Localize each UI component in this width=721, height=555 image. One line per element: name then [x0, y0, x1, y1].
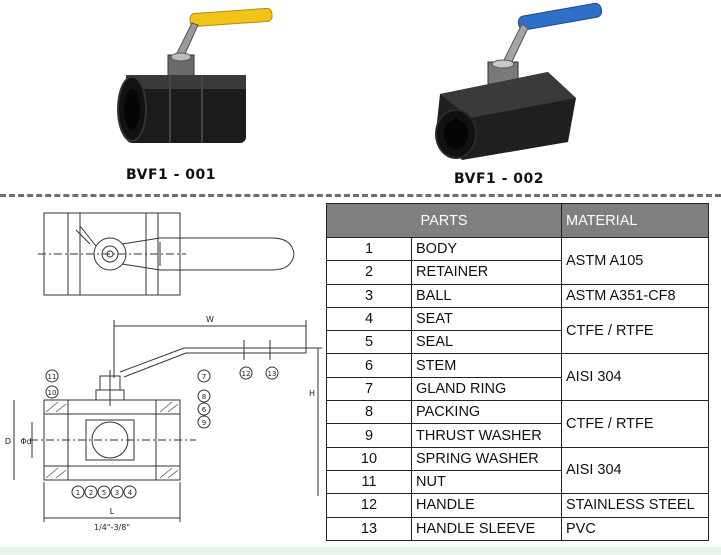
part-number: 9	[326, 423, 412, 448]
size-range-label: 1/4"-3/8"	[94, 523, 130, 532]
callout-8: 8	[202, 393, 206, 401]
table-row: 13 HANDLE SLEEVE PVC	[326, 516, 709, 541]
callout-1: 1	[76, 489, 80, 497]
part-name: SPRING WASHER	[411, 446, 562, 471]
callout-3: 3	[115, 489, 119, 497]
callout-5: 5	[102, 489, 106, 497]
part-number: 8	[326, 400, 412, 425]
parts-material-table: PARTS MATERIAL 1 BODY ASTM A105 2 RETAIN…	[326, 203, 709, 541]
callout-13: 13	[268, 370, 277, 378]
table-header-row: PARTS MATERIAL	[326, 203, 709, 238]
part-number: 12	[326, 493, 412, 518]
dim-l-label: L	[110, 507, 115, 516]
table-row: 1 BODY ASTM A105	[326, 236, 709, 285]
dim-d-label: D	[5, 437, 11, 446]
material-cell: CTFE / RTFE	[561, 306, 709, 355]
part-name: THRUST WASHER	[411, 423, 562, 448]
material-cell: CTFE / RTFE	[561, 400, 709, 448]
part-number: 11	[326, 469, 412, 495]
callout-7: 7	[202, 373, 206, 381]
valve-photo-bvf1-002	[435, 2, 603, 160]
material-cell: ASTM A105	[561, 237, 709, 285]
part-number: 4	[326, 306, 412, 332]
valve-photo-bvf1-001	[117, 7, 273, 143]
table-row: 9 THRUST WASHER	[326, 423, 709, 448]
valve-handle-yellow	[189, 7, 273, 27]
part-name: BODY	[411, 236, 562, 262]
dim-h-label: H	[309, 389, 315, 398]
callout-11: 11	[48, 373, 57, 381]
table-row: 6 STEM AISI 304	[326, 353, 709, 402]
callout-9: 9	[202, 419, 206, 427]
part-number: 3	[326, 283, 412, 308]
product-code-2: BVF1 - 002	[454, 171, 545, 187]
part-name: STEM	[411, 353, 562, 378]
header-material: MATERIAL	[561, 203, 709, 238]
callout-4: 4	[128, 489, 133, 497]
part-name: HANDLE	[411, 493, 562, 518]
section-divider	[0, 194, 721, 197]
part-name: RETAINER	[411, 260, 562, 285]
part-name: HANDLE SLEEVE	[411, 516, 562, 541]
header-parts: PARTS	[326, 203, 562, 238]
table-row: 10 SPRING WASHER AISI 304	[326, 446, 709, 495]
material-cell: AISI 304	[561, 353, 709, 402]
part-number: 2	[326, 260, 412, 285]
material-cell: ASTM A351-CF8	[561, 283, 709, 308]
part-name: NUT	[411, 469, 562, 495]
table-row: 3 BALL ASTM A351-CF8	[326, 283, 709, 308]
table-row: 4 SEAT CTFE / RTFE	[326, 306, 709, 355]
valve-handle-blue	[517, 2, 603, 31]
table-row: 7 GLAND RING	[326, 376, 709, 402]
part-name: SEAT	[411, 306, 562, 332]
table-row: 2 RETAINER	[326, 260, 709, 285]
valve-technical-drawing: 11 10 7 8 6 9 1 2 5 3 4 12 13 W H L D Φd…	[5, 212, 322, 532]
table-row: 8 PACKING CTFE / RTFE	[326, 400, 709, 448]
part-name: PACKING	[411, 400, 562, 425]
part-name: BALL	[411, 283, 562, 308]
part-number: 7	[326, 376, 412, 402]
table-row: 5 SEAL	[326, 330, 709, 355]
material-cell: PVC	[561, 516, 709, 541]
part-number: 6	[326, 353, 412, 378]
bottom-band	[0, 547, 721, 555]
part-number: 13	[326, 516, 412, 541]
dim-w-label: W	[206, 315, 214, 324]
part-number: 5	[326, 330, 412, 355]
part-number: 1	[326, 236, 412, 262]
callout-2: 2	[89, 489, 93, 497]
dim-phi-d-label: Φd	[20, 437, 31, 446]
table-row: 12 HANDLE STAINLESS STEEL	[326, 493, 709, 518]
callout-10: 10	[48, 389, 57, 397]
part-name: GLAND RING	[411, 376, 562, 402]
part-number: 10	[326, 446, 412, 471]
product-code-1: BVF1 - 001	[126, 167, 217, 183]
material-cell: AISI 304	[561, 446, 709, 495]
callout-12: 12	[242, 370, 251, 378]
part-name: SEAL	[411, 330, 562, 355]
callout-6: 6	[202, 406, 207, 414]
material-cell: STAINLESS STEEL	[561, 493, 709, 518]
